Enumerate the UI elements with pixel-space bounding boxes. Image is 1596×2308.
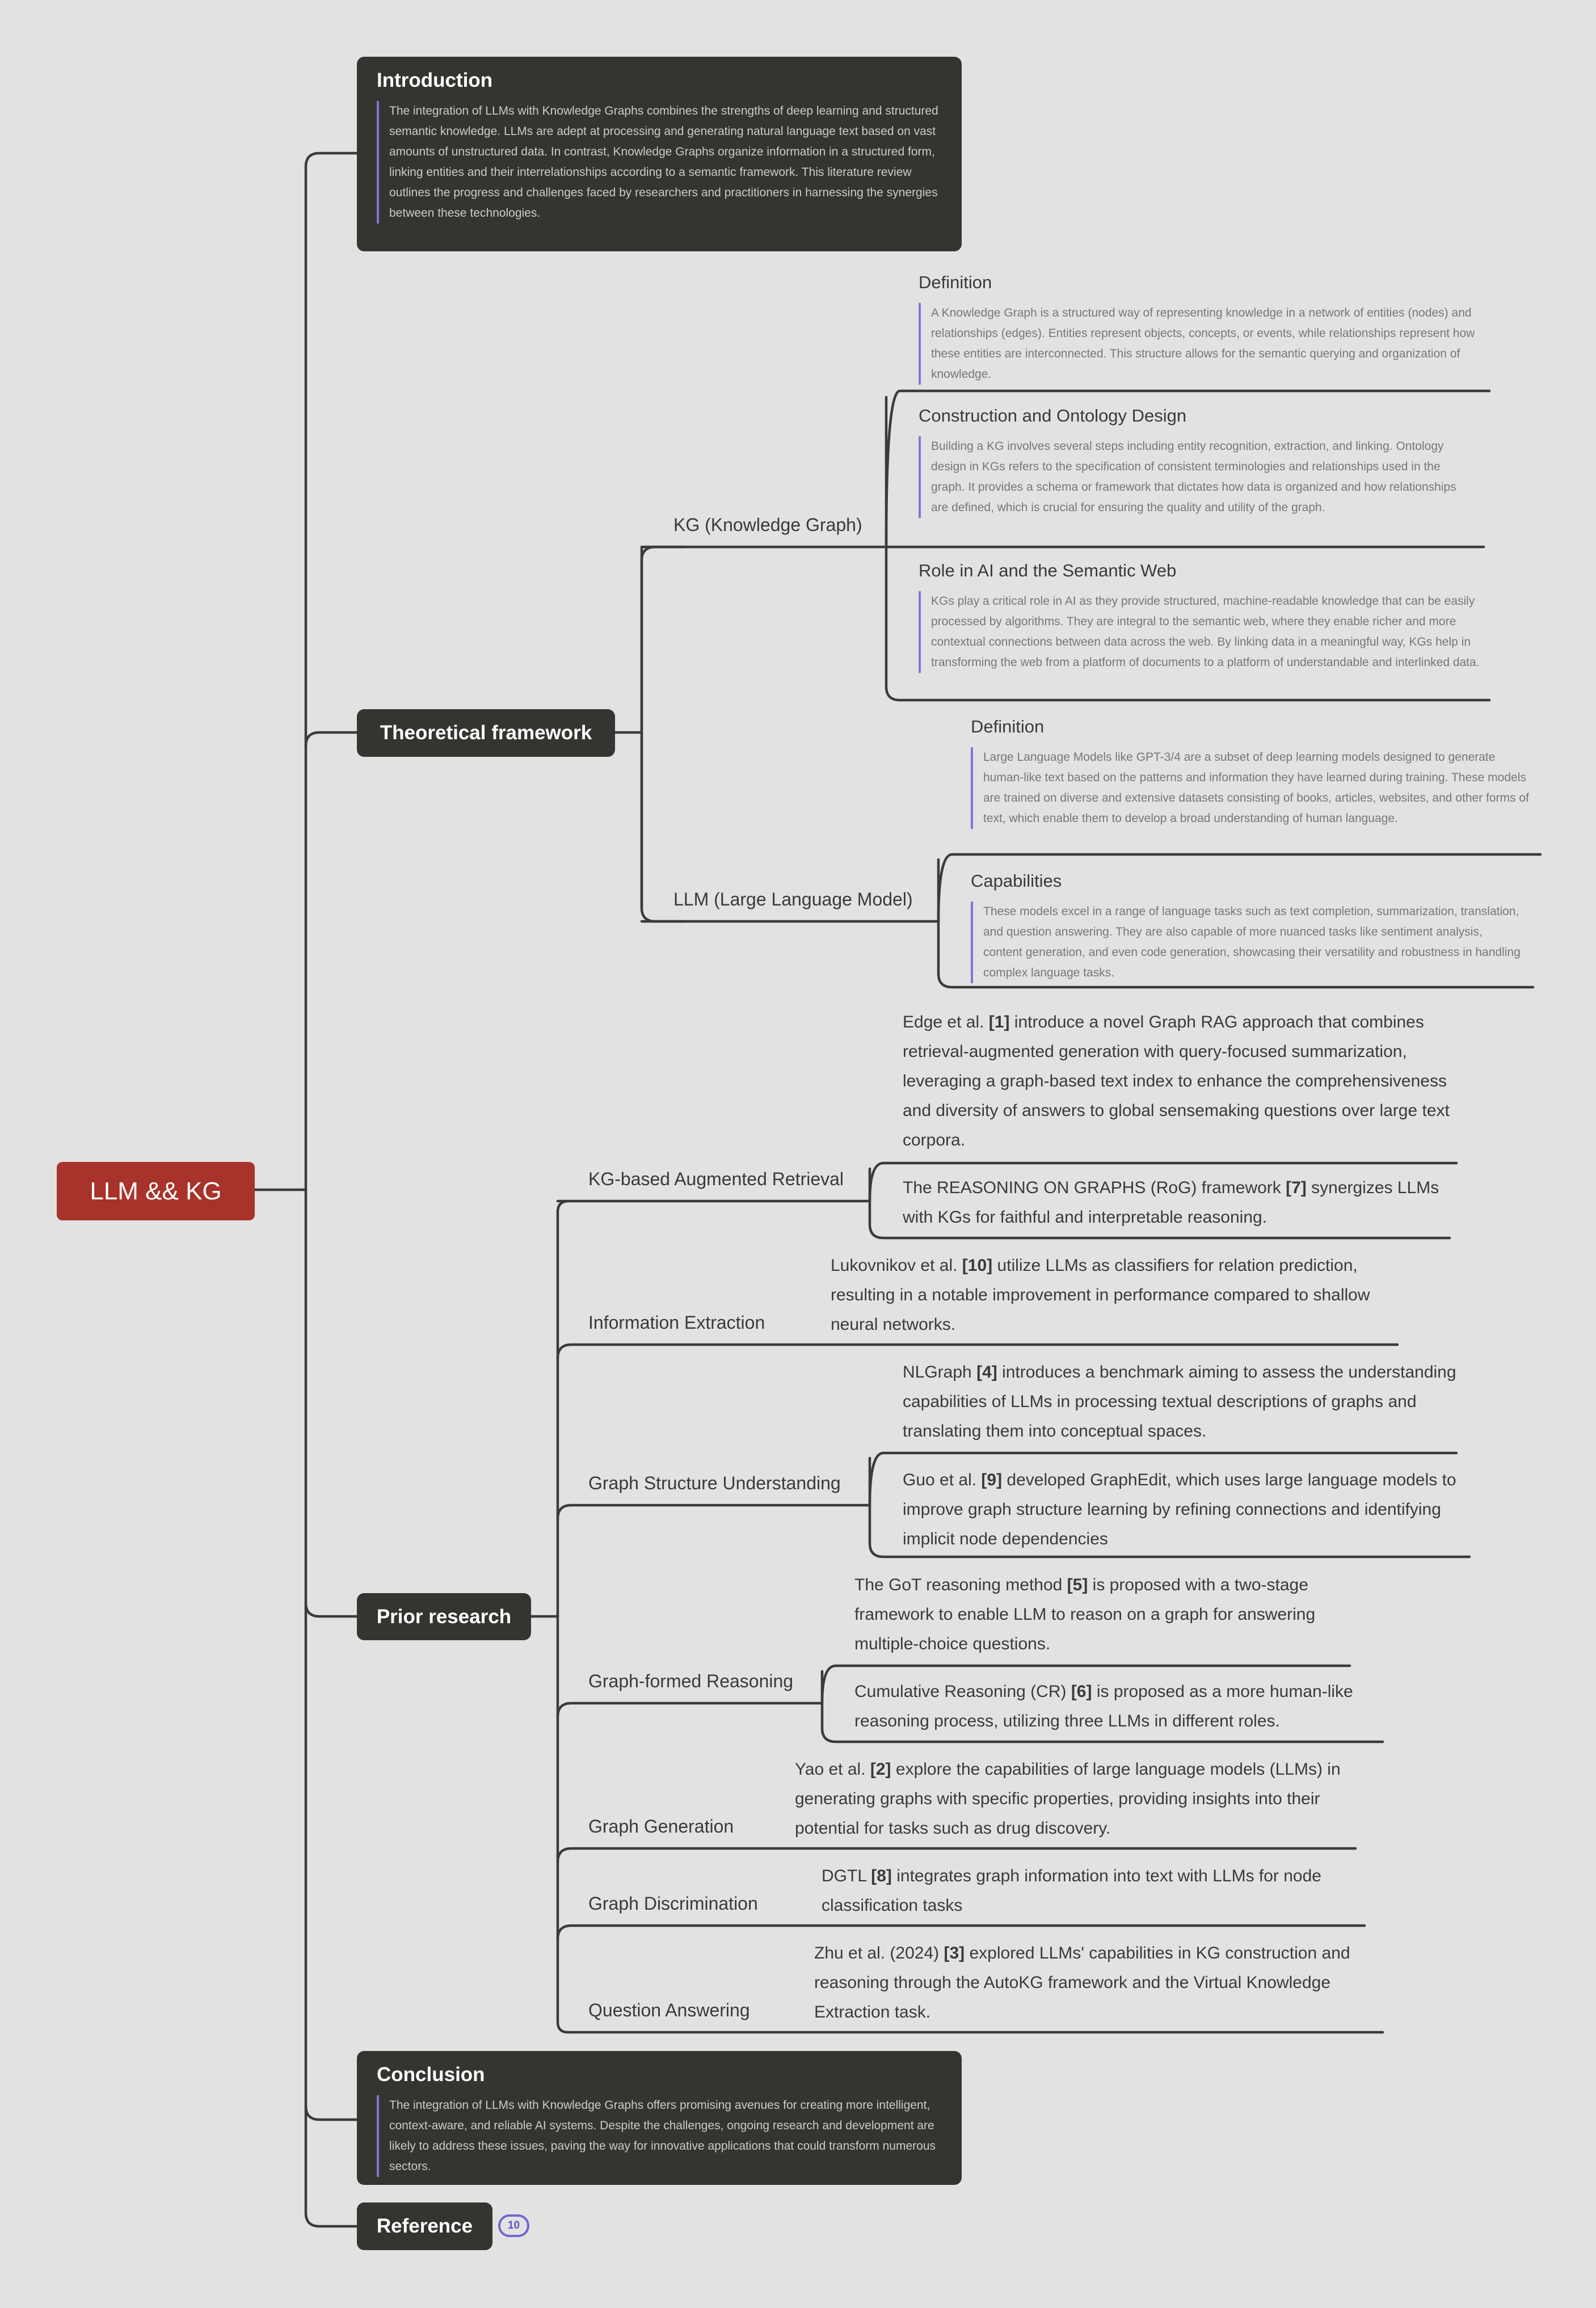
branch-graph-formed-reasoning[interactable]: Graph-formed Reasoning xyxy=(588,1671,794,1691)
citation-ref[interactable]: [1] xyxy=(988,1013,1010,1031)
kg-role-body: KGs play a critical role in AI as they p… xyxy=(919,591,1486,673)
kg-role[interactable]: Role in AI and the Semantic Web KGs play… xyxy=(919,561,1486,673)
leaf-rog[interactable]: The REASONING ON GRAPHS (RoG) framework … xyxy=(903,1178,1439,1227)
theoretical-framework-title: Theoretical framework xyxy=(380,722,592,744)
leaf-got[interactable]: The GoT reasoning method [5] is proposed… xyxy=(854,1576,1316,1653)
citation-ref[interactable]: [6] xyxy=(1071,1682,1092,1701)
reference-title: Reference xyxy=(376,2215,473,2237)
root-node[interactable]: LLM && KG xyxy=(57,1162,255,1220)
branch-graph-discrimination[interactable]: Graph Discrimination xyxy=(588,1893,758,1914)
leaf-yao[interactable]: Yao et al. [2] explore the capabilities … xyxy=(795,1760,1341,1838)
leaf-nlgraph[interactable]: NLGraph [4] introduces a benchmark aimin… xyxy=(903,1363,1456,1441)
introduction-body: The integration of LLMs with Knowledge G… xyxy=(377,101,942,224)
llm-definition-heading: Definition xyxy=(971,717,1045,736)
prior-research-title: Prior research xyxy=(376,1605,512,1628)
reference-node[interactable]: Reference xyxy=(357,2202,492,2250)
conclusion-title: Conclusion xyxy=(377,2063,485,2086)
citation-ref[interactable]: [9] xyxy=(981,1471,1003,1489)
citation-ref[interactable]: [5] xyxy=(1067,1576,1088,1594)
branch-question-answering[interactable]: Question Answering xyxy=(588,2000,750,2020)
kg-definition-body: A Knowledge Graph is a structured way of… xyxy=(919,303,1486,385)
llm-definition[interactable]: Definition Large Language Models like GP… xyxy=(971,717,1538,829)
theoretical-framework-node[interactable]: Theoretical framework xyxy=(357,709,615,757)
introduction-card[interactable]: Introduction The integration of LLMs wit… xyxy=(357,57,962,251)
citation-ref[interactable]: [2] xyxy=(870,1760,891,1779)
kg-definition[interactable]: Definition A Knowledge Graph is a struct… xyxy=(919,272,1486,385)
branch-information-extraction[interactable]: Information Extraction xyxy=(588,1312,765,1333)
leaf-lukovnikov[interactable]: Lukovnikov et al. [10] utilize LLMs as c… xyxy=(831,1256,1370,1334)
citation-ref[interactable]: [8] xyxy=(871,1867,892,1885)
kg-role-heading: Role in AI and the Semantic Web xyxy=(919,561,1177,580)
branch-graph-generation[interactable]: Graph Generation xyxy=(588,1816,734,1837)
kg-construction-body: Building a KG involves several steps inc… xyxy=(919,436,1475,518)
leaf-dgtl[interactable]: DGTL [8] integrates graph information in… xyxy=(822,1867,1321,1915)
kg-node[interactable]: KG (Knowledge Graph) xyxy=(673,515,862,535)
llm-definition-body: Large Language Models like GPT-3/4 are a… xyxy=(971,747,1538,829)
kg-definition-heading: Definition xyxy=(919,272,992,292)
llm-capabilities-body: These models excel in a range of languag… xyxy=(971,902,1521,983)
prior-research-node[interactable]: Prior research xyxy=(357,1593,531,1640)
leaf-graph-rag[interactable]: Edge et al. [1] introduce a novel Graph … xyxy=(903,1013,1450,1149)
llm-node[interactable]: LLM (Large Language Model) xyxy=(673,889,913,909)
citation-ref[interactable]: [3] xyxy=(944,1944,965,1962)
leaf-cumulative-reasoning[interactable]: Cumulative Reasoning (CR) [6] is propose… xyxy=(854,1682,1353,1730)
conclusion-card[interactable]: Conclusion The integration of LLMs with … xyxy=(357,2051,962,2185)
leaf-graphedit[interactable]: Guo et al. [9] developed GraphEdit, whic… xyxy=(903,1471,1456,1548)
branch-graph-structure-understanding[interactable]: Graph Structure Understanding xyxy=(588,1473,841,1493)
root-label: LLM && KG xyxy=(90,1177,222,1205)
branch-kg-augmented-retrieval[interactable]: KG-based Augmented Retrieval xyxy=(588,1169,844,1189)
kg-construction-heading: Construction and Ontology Design xyxy=(919,406,1187,426)
llm-capabilities[interactable]: Capabilities These models excel in a ran… xyxy=(971,871,1521,983)
leaf-zhu[interactable]: Zhu et al. (2024) [3] explored LLMs' cap… xyxy=(814,1944,1350,2021)
citation-ref[interactable]: [10] xyxy=(962,1256,993,1275)
citation-ref[interactable]: [7] xyxy=(1286,1178,1307,1197)
introduction-title: Introduction xyxy=(377,69,493,91)
conclusion-body: The integration of LLMs with Knowledge G… xyxy=(377,2095,942,2177)
reference-count-badge[interactable]: 10 xyxy=(498,2214,529,2237)
citation-ref[interactable]: [4] xyxy=(976,1363,997,1382)
kg-construction[interactable]: Construction and Ontology Design Buildin… xyxy=(919,406,1475,518)
llm-capabilities-heading: Capabilities xyxy=(971,871,1062,891)
